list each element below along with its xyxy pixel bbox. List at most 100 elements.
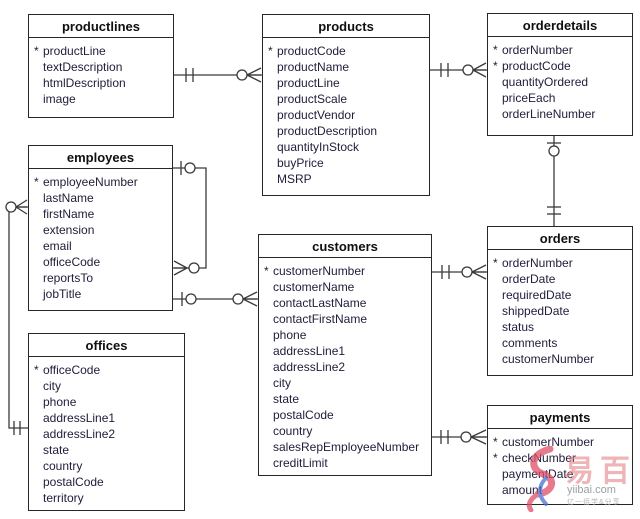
field-name: postalCode [43, 475, 104, 489]
field-name: officeCode [43, 363, 101, 377]
table-title: offices [29, 334, 184, 357]
field-name: reportsTo [43, 271, 94, 285]
field-name: paymentDate [502, 467, 574, 481]
field-name: city [43, 379, 61, 393]
field-row: contactLastName [264, 295, 427, 311]
field-row: officeCode [34, 254, 168, 270]
field-row: customerName [264, 279, 427, 295]
field-row: *orderNumber [493, 42, 628, 58]
field-row: addressLine1 [34, 410, 180, 426]
field-name: productDescription [277, 124, 378, 138]
field-name: productLine [277, 76, 340, 90]
primary-key-marker: * [493, 256, 498, 270]
field-name: checkNumber [502, 451, 577, 465]
primary-key-marker: * [493, 451, 498, 465]
field-row: addressLine2 [264, 359, 427, 375]
field-row: country [264, 423, 427, 439]
field-row: buyPrice [268, 155, 425, 171]
field-name: shippedDate [502, 304, 570, 318]
field-name: requiredDate [502, 288, 572, 302]
field-row: productDescription [268, 123, 425, 139]
field-row: * orderNumber [493, 255, 628, 271]
field-name: lastName [43, 191, 94, 205]
rel-customers-payments [432, 429, 487, 445]
field-name: customerNumber [502, 352, 595, 366]
field-row: state [264, 391, 427, 407]
primary-key-marker: * [268, 44, 273, 58]
field-row: *productLine [34, 43, 169, 59]
field-row: firstName [34, 206, 168, 222]
field-row: territory [34, 490, 180, 506]
primary-key-marker: * [493, 435, 498, 449]
field-row: productLine [268, 75, 425, 91]
field-name: customerNumber [502, 435, 595, 449]
field-name: productLine [43, 44, 106, 58]
field-name: country [43, 459, 83, 473]
field-row: * customerNumber [493, 434, 628, 450]
field-row: lastName [34, 190, 168, 206]
field-row: city [264, 375, 427, 391]
field-name: productScale [277, 92, 348, 106]
field-name: state [273, 392, 300, 406]
field-name: territory [43, 491, 84, 505]
field-row: amount [493, 482, 628, 498]
field-row: *productCode [493, 58, 628, 74]
field-name: quantityOrdered [502, 75, 589, 89]
field-row: postalCode [34, 474, 180, 490]
field-name: city [273, 376, 291, 390]
field-row: creditLimit [264, 455, 427, 471]
field-row: extension [34, 222, 168, 238]
table-fields: * customerNumber customerName contactLastNa… [259, 258, 431, 475]
table-payments: payments * customerNumber * checkNumber paym… [487, 405, 633, 505]
table-title: orderdetails [488, 14, 632, 37]
field-name: MSRP [277, 172, 312, 186]
field-name: productCode [502, 59, 571, 73]
field-row: * checkNumber [493, 450, 628, 466]
field-row: contactFirstName [264, 311, 427, 327]
table-title: employees [29, 146, 172, 169]
field-name: addressLine1 [273, 344, 346, 358]
table-title: payments [488, 406, 632, 429]
primary-key-marker: * [34, 175, 39, 189]
field-name: postalCode [273, 408, 334, 422]
field-name: customerNumber [273, 264, 366, 278]
field-row: orderLineNumber [493, 106, 628, 122]
field-row: addressLine1 [264, 343, 427, 359]
field-row: *productCode [268, 43, 425, 59]
field-name: orderNumber [502, 256, 573, 270]
primary-key-marker: * [264, 264, 269, 278]
field-name: contactLastName [273, 296, 367, 310]
field-row: status [493, 319, 628, 335]
field-row: shippedDate [493, 303, 628, 319]
field-name: productVendor [277, 108, 356, 122]
field-name: status [502, 320, 535, 334]
field-name: htmlDescription [43, 76, 126, 90]
field-name: priceEach [502, 91, 556, 105]
field-name: quantityInStock [277, 140, 360, 154]
field-row: *officeCode [34, 362, 180, 378]
field-row: productVendor [268, 107, 425, 123]
field-name: customerName [273, 280, 355, 294]
field-row: *employeeNumber [34, 174, 168, 190]
field-row: email [34, 238, 168, 254]
field-row: reportsTo [34, 270, 168, 286]
field-row: city [34, 378, 180, 394]
table-title: productlines [29, 15, 173, 38]
field-row: productScale [268, 91, 425, 107]
field-row: jobTitle [34, 286, 168, 302]
field-name: image [43, 92, 76, 106]
rel-products-orderdetails [430, 62, 487, 78]
field-name: country [273, 424, 313, 438]
